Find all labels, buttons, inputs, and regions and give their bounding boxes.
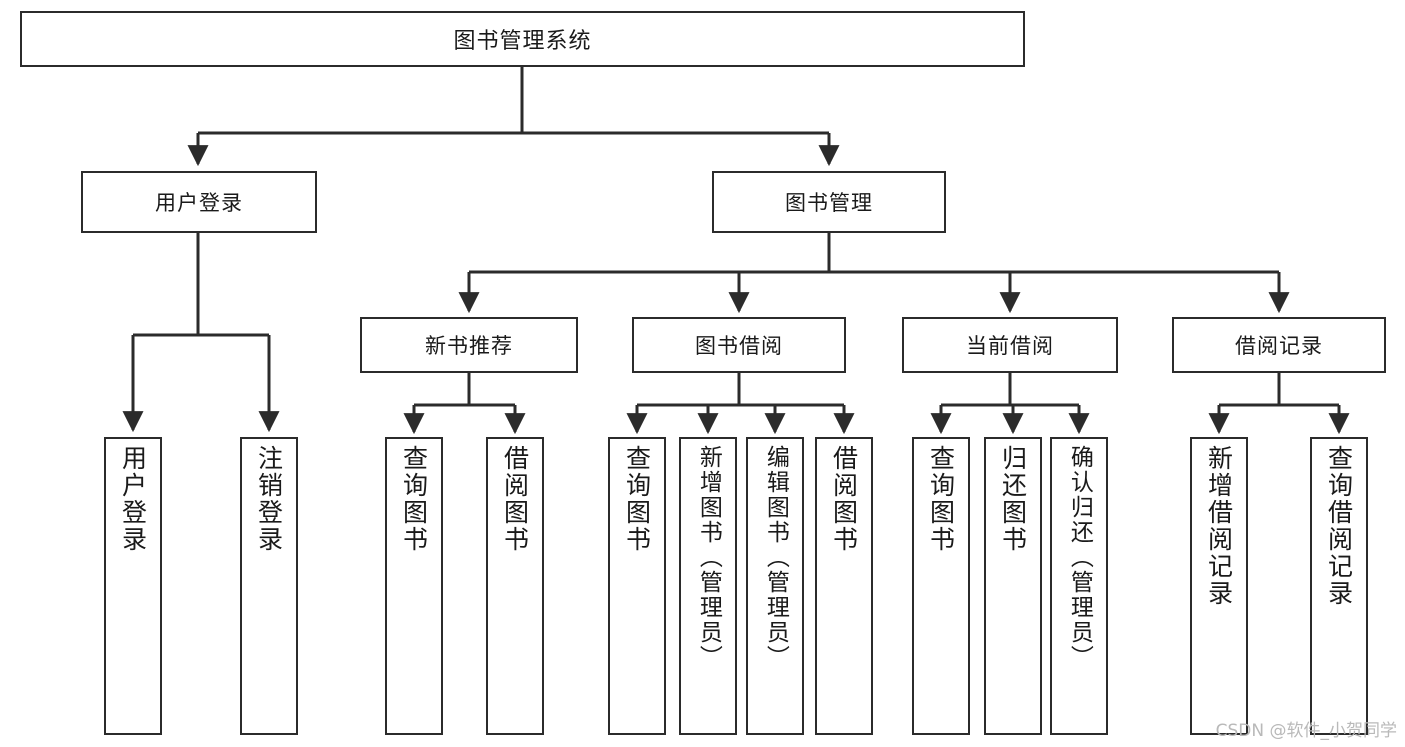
leaf-label: 查询图书 xyxy=(926,445,956,553)
leaf-logout[interactable]: 注销登录 xyxy=(240,437,298,735)
leaf-label: 借阅图书 xyxy=(500,445,530,553)
leaf-edit-book-admin[interactable]: 编辑图书（管理员） xyxy=(746,437,804,735)
leaf-add-book-admin[interactable]: 新增图书（管理员） xyxy=(679,437,737,735)
leaf-borrow-book[interactable]: 借阅图书 xyxy=(815,437,873,735)
leaf-query-book-current[interactable]: 查询图书 xyxy=(912,437,970,735)
borrow-record-leaf-connectors xyxy=(1208,373,1350,435)
current-borrow-leaf-connectors xyxy=(930,373,1090,435)
node-user-login[interactable]: 用户登录 xyxy=(81,171,317,233)
leaf-borrow-book-recommend[interactable]: 借阅图书 xyxy=(486,437,544,735)
leaf-query-book-borrow[interactable]: 查询图书 xyxy=(608,437,666,735)
leaf-user-login[interactable]: 用户登录 xyxy=(104,437,162,735)
node-book-management[interactable]: 图书管理 xyxy=(712,171,946,233)
leaf-label: 确认归还（管理员） xyxy=(1066,445,1093,670)
leaf-query-book-recommend[interactable]: 查询图书 xyxy=(385,437,443,735)
leaf-label: 归还图书 xyxy=(998,445,1028,553)
leaf-label: 注销登录 xyxy=(254,445,284,553)
leaf-confirm-return-admin[interactable]: 确认归还（管理员） xyxy=(1050,437,1108,735)
new-book-recommend-leaf-connectors xyxy=(403,373,526,435)
node-book-borrow[interactable]: 图书借阅 xyxy=(632,317,846,373)
node-current-borrow[interactable]: 当前借阅 xyxy=(902,317,1118,373)
leaf-query-borrow-record[interactable]: 查询借阅记录 xyxy=(1310,437,1368,735)
leaf-label: 新增图书（管理员） xyxy=(695,445,722,670)
leaf-return-book[interactable]: 归还图书 xyxy=(984,437,1042,735)
leaf-label: 用户登录 xyxy=(118,445,148,553)
node-new-book-recommend[interactable]: 新书推荐 xyxy=(360,317,578,373)
book-borrow-leaf-connectors xyxy=(626,373,855,435)
leaf-label: 查询借阅记录 xyxy=(1324,445,1354,607)
root-to-level2-connectors xyxy=(187,67,840,167)
node-borrow-record[interactable]: 借阅记录 xyxy=(1172,317,1386,373)
leaf-label: 新增借阅记录 xyxy=(1204,445,1234,607)
leaf-label: 查询图书 xyxy=(622,445,652,553)
node-root-system[interactable]: 图书管理系统 xyxy=(20,11,1025,67)
leaf-label: 编辑图书（管理员） xyxy=(762,445,789,670)
user-login-connectors xyxy=(122,233,280,433)
leaf-label: 借阅图书 xyxy=(829,445,859,553)
leaf-add-borrow-record[interactable]: 新增借阅记录 xyxy=(1190,437,1248,735)
book-management-connectors xyxy=(458,233,1290,314)
leaf-label: 查询图书 xyxy=(399,445,429,553)
